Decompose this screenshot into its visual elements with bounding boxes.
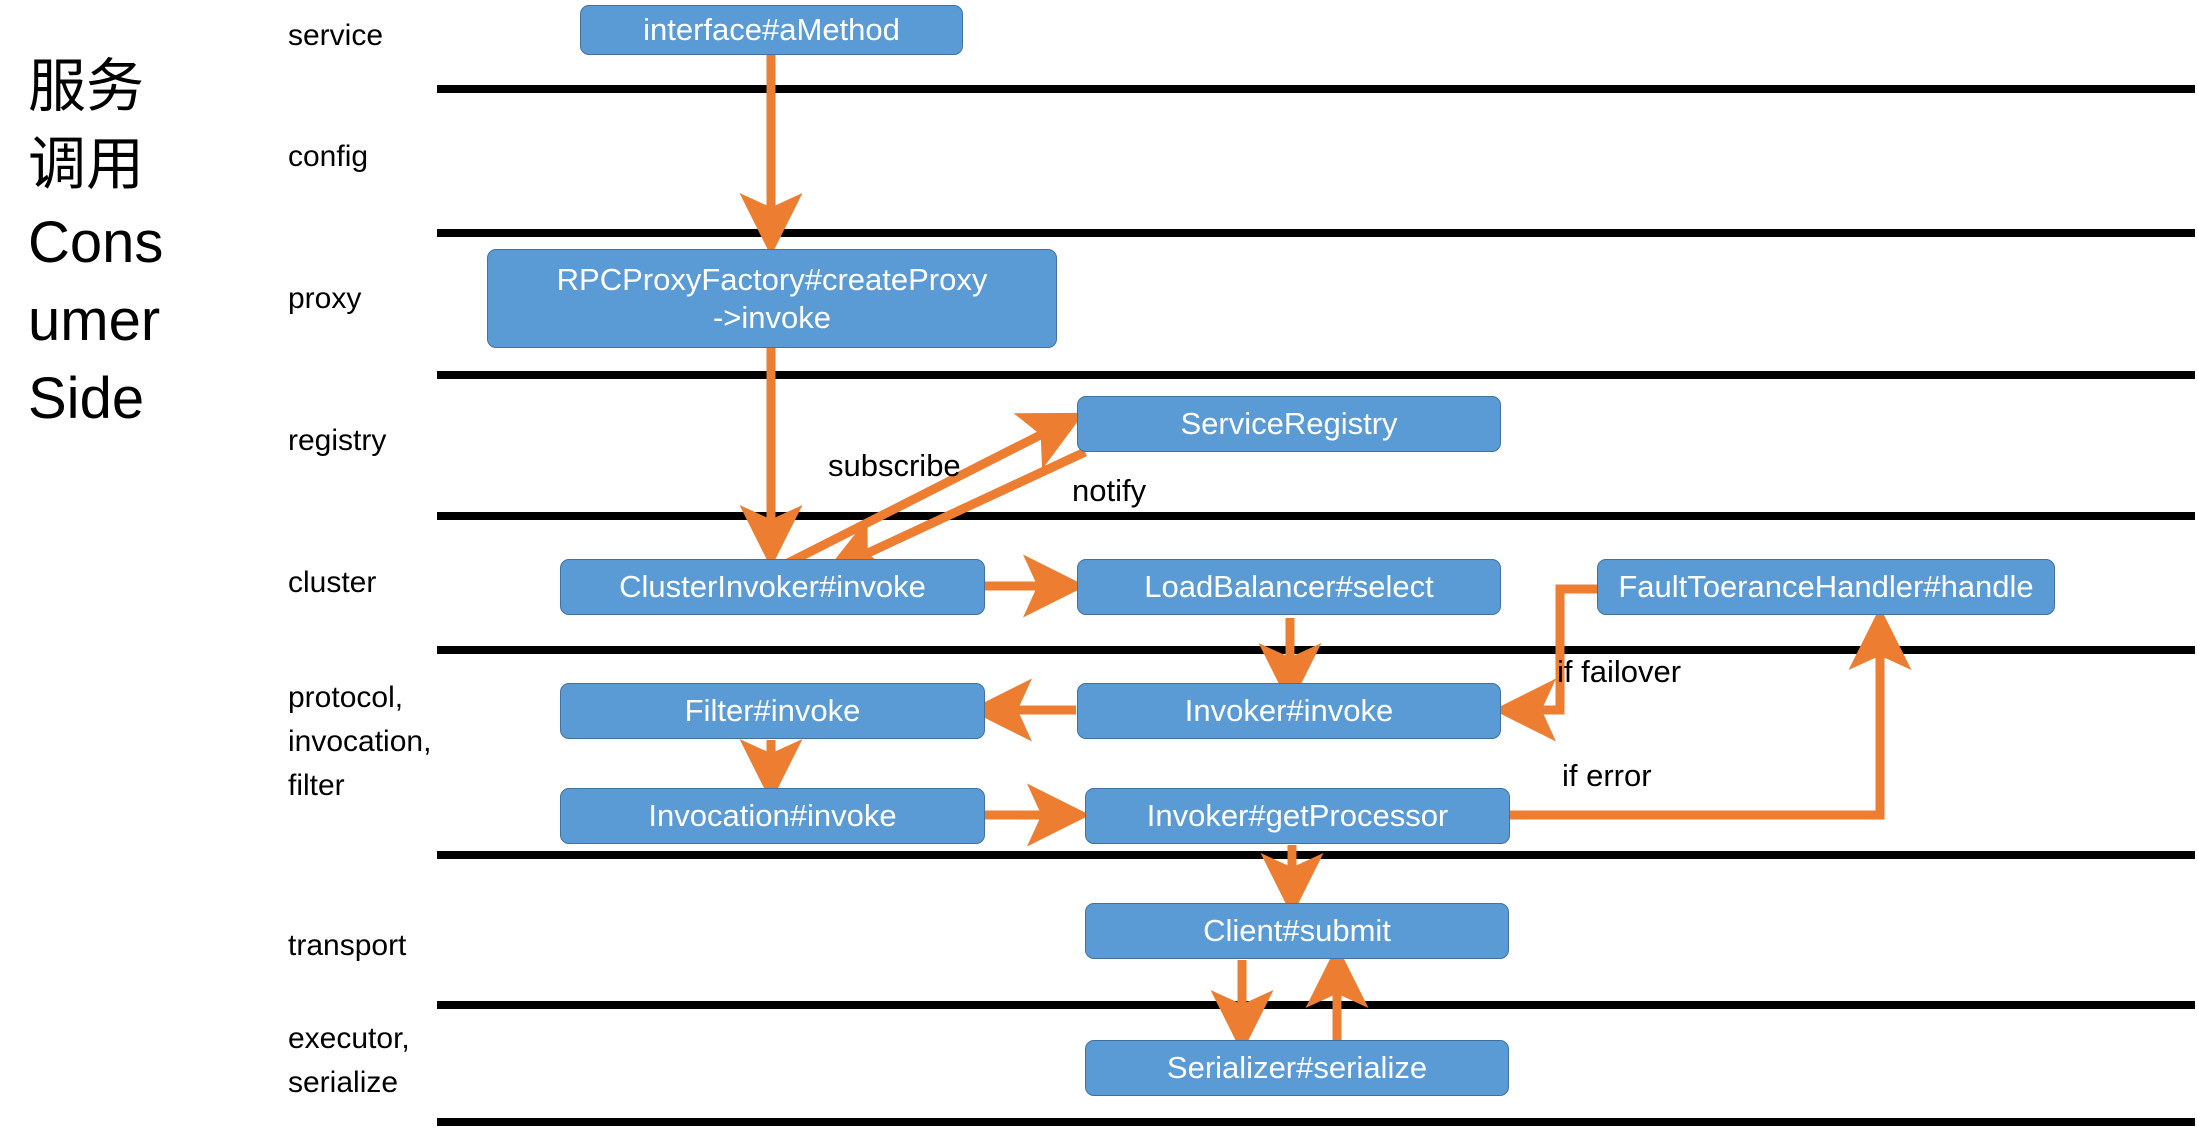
layer-label-executor: executor, serialize <box>288 1022 410 1099</box>
layer-label-cluster: cluster <box>288 566 377 599</box>
node-serializer-serialize[interactable]: Serializer#serialize <box>1085 1040 1509 1096</box>
arrow-subscribe <box>779 412 1085 571</box>
layer-label-transport: transport <box>288 929 407 962</box>
node-rpcproxyfactory-createproxy[interactable]: RPCProxyFactory#createProxy ->invoke <box>487 249 1057 348</box>
node-faulttolerancehandler-handle[interactable]: FaultToeranceHandler#handle <box>1597 559 2055 615</box>
node-interface-amethod[interactable]: interface#aMethod <box>580 5 963 55</box>
node-serviceregistry[interactable]: ServiceRegistry <box>1077 396 1501 452</box>
layer-label-service: service <box>288 19 384 52</box>
arrow-getprocessor-to-faulthandler <box>1510 607 1912 820</box>
layer-label-protocol: protocol, invocation, filter <box>288 681 432 802</box>
connector-arrows <box>739 54 1912 1053</box>
layer-label-config: config <box>288 140 369 173</box>
layer-label-proxy: proxy <box>288 282 362 315</box>
node-invoker-invoke[interactable]: Invoker#invoke <box>1077 683 1501 739</box>
diagram-title: 服务 调用 Cons umer Side <box>28 54 164 431</box>
node-filter-invoke[interactable]: Filter#invoke <box>560 683 985 739</box>
node-invoker-getprocessor[interactable]: Invoker#getProcessor <box>1085 788 1510 844</box>
node-loadbalancer-select[interactable]: LoadBalancer#select <box>1077 559 1501 615</box>
edge-label-if-error: if error <box>1562 758 1652 793</box>
arrow-notify <box>823 447 1087 576</box>
layer-label-registry: registry <box>288 424 387 457</box>
edge-label-if-failover: if failover <box>1557 654 1682 689</box>
node-invocation-invoke[interactable]: Invocation#invoke <box>560 788 985 844</box>
arrow-faulthandler-to-invoker <box>1493 584 1597 742</box>
edge-label-subscribe: subscribe <box>828 448 961 483</box>
edge-label-notify: notify <box>1072 473 1147 508</box>
node-clusterinvoker-invoke[interactable]: ClusterInvoker#invoke <box>560 559 985 615</box>
node-client-submit[interactable]: Client#submit <box>1085 903 1509 959</box>
